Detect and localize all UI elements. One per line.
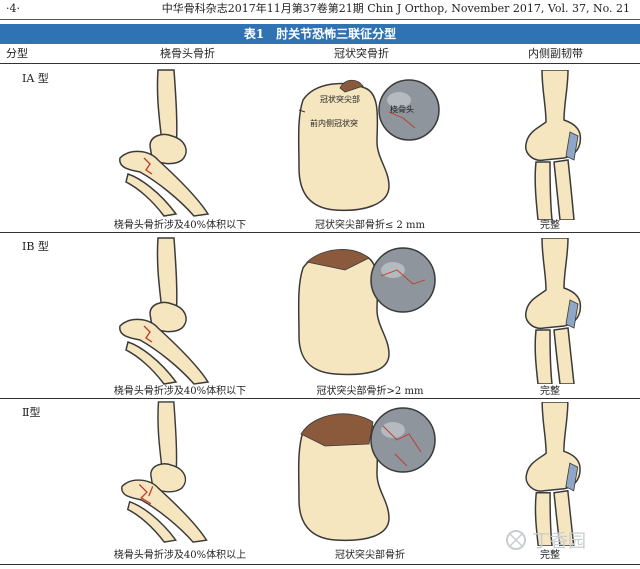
label-anteromedial-coronoid: 前内侧冠状突 [310, 119, 358, 128]
caption-mcl-2: 完整 [540, 550, 560, 561]
header-divider [0, 63, 640, 64]
row-divider-2 [0, 398, 640, 399]
radial-head-fracture-illustration-2 [121, 401, 208, 543]
column-header-type: 分型 [6, 47, 28, 60]
row-label-type-1a: ⅠA 型 [22, 72, 49, 85]
column-header-mcl: 内侧副韧带 [528, 47, 583, 60]
column-header-coronoid: 冠状突骨折 [334, 47, 389, 60]
coronoid-fracture-illustration-2 [297, 407, 436, 542]
mcl-illustration-1b [525, 238, 582, 384]
caption-mcl-1b: 完整 [540, 386, 560, 397]
caption-coronoid-1a: 冠状突尖部骨折≤ 2 mm [314, 220, 426, 231]
watermark-logo: 丁香园 [506, 530, 586, 552]
radial-head-fracture-illustration-1b [119, 237, 210, 385]
mcl-illustration-1a [525, 70, 582, 220]
caption-radial-head-2: 桡骨头骨折涉及40%体积以上 [113, 550, 247, 561]
watermark-text: 丁香园 [532, 531, 586, 552]
mcl-illustration-2 [525, 402, 581, 546]
label-radial-head: 桡骨头 [390, 105, 414, 114]
caption-radial-head-1a: 桡骨头骨折涉及40%体积以下 [113, 220, 247, 231]
column-header-radial-head: 桡骨头骨折 [160, 47, 215, 60]
coronoid-fracture-illustration-1a [297, 79, 440, 212]
row-label-type-2: Ⅱ型 [22, 406, 41, 419]
caption-coronoid-1b: 冠状突尖部骨折>2 mm [316, 386, 424, 397]
page-header: ·4· 中华骨科杂志2017年11月第37卷第21期 Chin J Orthop… [0, 0, 640, 18]
header-rule [0, 19, 640, 20]
row-label-type-1b: ⅠB 型 [22, 240, 49, 253]
radial-head-fracture-illustration-1a [119, 69, 210, 217]
table-bottom-rule [0, 564, 640, 565]
label-coronoid-tip: 冠状突尖部 [320, 95, 360, 104]
caption-coronoid-2: 冠状突尖部骨折 [335, 550, 405, 561]
journal-citation: 中华骨科杂志2017年11月第37卷第21期 Chin J Orthop, No… [161, 2, 630, 15]
row-divider-1 [0, 232, 640, 233]
coronoid-fracture-illustration-1b [297, 247, 436, 376]
caption-mcl-1a: 完整 [540, 220, 560, 231]
caption-radial-head-1b: 桡骨头骨折涉及40%体积以下 [113, 386, 247, 397]
page-number: ·4· [6, 2, 20, 15]
table-title: 表1 肘关节恐怖三联征分型 [0, 24, 640, 44]
